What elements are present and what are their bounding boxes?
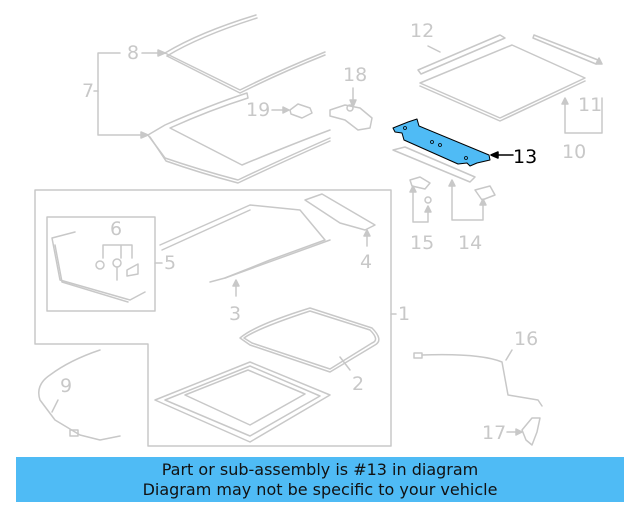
part-10-glass xyxy=(419,44,603,134)
callout-1: 1 xyxy=(398,303,411,325)
part-7-trim xyxy=(147,92,331,184)
part-18-motor xyxy=(329,87,373,131)
roof-panel xyxy=(154,361,331,443)
callout-3: 3 xyxy=(229,303,242,325)
part-14-rail xyxy=(392,146,496,221)
callout-4: 4 xyxy=(360,251,373,273)
part-3-frame xyxy=(159,204,331,297)
part-4-rail xyxy=(304,193,376,247)
part-9-harness xyxy=(38,349,121,441)
bracket-7-8 xyxy=(93,49,166,139)
callout-8: 8 xyxy=(127,42,140,64)
part-2-seal xyxy=(239,307,380,373)
info-banner: Part or sub-assembly is #13 in diagram D… xyxy=(16,457,624,502)
part-12-strip xyxy=(417,34,506,75)
callout-9: 9 xyxy=(60,375,73,397)
part-8-seal xyxy=(164,14,326,94)
banner-line-2: Diagram may not be specific to your vehi… xyxy=(142,480,498,499)
callout-19: 19 xyxy=(246,99,271,121)
banner-line-1: Part or sub-assembly is #13 in diagram xyxy=(161,460,479,479)
callout-12: 12 xyxy=(410,20,435,42)
callout-11: 11 xyxy=(578,94,603,116)
part-17-part xyxy=(506,417,541,446)
callout-15: 15 xyxy=(410,232,435,254)
callout-10: 10 xyxy=(562,141,587,163)
callout-14: 14 xyxy=(458,232,483,254)
callout-5: 5 xyxy=(164,252,177,274)
callout-16: 16 xyxy=(514,328,539,350)
callout-7: 7 xyxy=(82,80,95,102)
part-16-cable xyxy=(413,349,543,407)
callout-2: 2 xyxy=(352,373,365,395)
part-13-highlighted[interactable] xyxy=(392,118,514,167)
assembly-box-1 xyxy=(34,189,397,447)
part-11-strip xyxy=(532,34,603,65)
part-15-clip xyxy=(409,176,432,223)
callout-17: 17 xyxy=(482,422,507,444)
subassembly-box-5 xyxy=(46,216,163,312)
part-19-module xyxy=(271,103,313,119)
callout-18: 18 xyxy=(343,64,368,86)
callout-13[interactable]: 13 xyxy=(513,146,538,168)
callout-6: 6 xyxy=(110,218,123,240)
